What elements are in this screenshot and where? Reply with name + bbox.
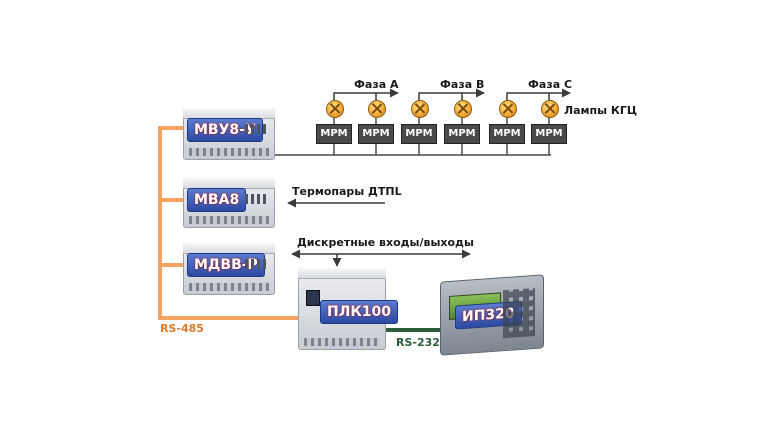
rs232-label: RS-232 — [396, 336, 440, 349]
rs485-bus — [158, 126, 300, 320]
lamp-icon — [499, 100, 517, 118]
led-strip — [245, 194, 267, 204]
terminal-strip — [189, 216, 269, 224]
relay-drops — [333, 142, 550, 155]
phase-a-arrow — [333, 88, 399, 100]
module-label-plc: ПЛК100 — [320, 300, 399, 324]
module-plc: ПЛК100 — [298, 268, 399, 350]
relay-mpm: МРМ — [316, 124, 352, 144]
terminal-strip — [189, 283, 269, 291]
phase-b-label: Фаза В — [440, 78, 485, 91]
plc-port-icon — [306, 290, 320, 306]
module-mva8: МВА8 — [183, 178, 275, 228]
thermocouples-label: Термопары ДТПL — [292, 185, 402, 198]
rs485-label: RS-485 — [160, 322, 204, 335]
phase-b-arrow — [418, 88, 485, 100]
module-top — [298, 268, 386, 279]
lamp-drops — [333, 116, 550, 124]
lamp-icon — [326, 100, 344, 118]
relay-mpm: МРМ — [444, 124, 480, 144]
panel-keypad — [503, 287, 535, 339]
led-strip — [245, 124, 267, 134]
relay-mpm: МРМ — [358, 124, 394, 144]
phase-c-arrow — [506, 88, 571, 100]
relay-mpm: МРМ — [531, 124, 567, 144]
phase-c-label: Фаза С — [528, 78, 573, 91]
relay-mpm: МРМ — [401, 124, 437, 144]
terminal-strip — [189, 148, 269, 156]
lamps-label: Лампы КГЦ — [564, 104, 638, 117]
lamp-icon — [454, 100, 472, 118]
module-label-mva8: МВА8 — [187, 188, 247, 212]
panel-ip320: ИП320 — [440, 274, 544, 356]
led-strip — [245, 259, 267, 269]
module-mdvv: МДВВ-Р — [183, 243, 275, 295]
discrete-io-label: Дискретные входы/выходы — [297, 236, 474, 249]
terminal-strip — [304, 338, 380, 346]
phase-a-label: Фаза А — [354, 78, 399, 91]
module-mvu8: МВУ8-У — [183, 108, 275, 160]
lamp-icon — [411, 100, 429, 118]
lamp-icon — [541, 100, 559, 118]
lamp-icon — [368, 100, 386, 118]
relay-mpm: МРМ — [489, 124, 525, 144]
